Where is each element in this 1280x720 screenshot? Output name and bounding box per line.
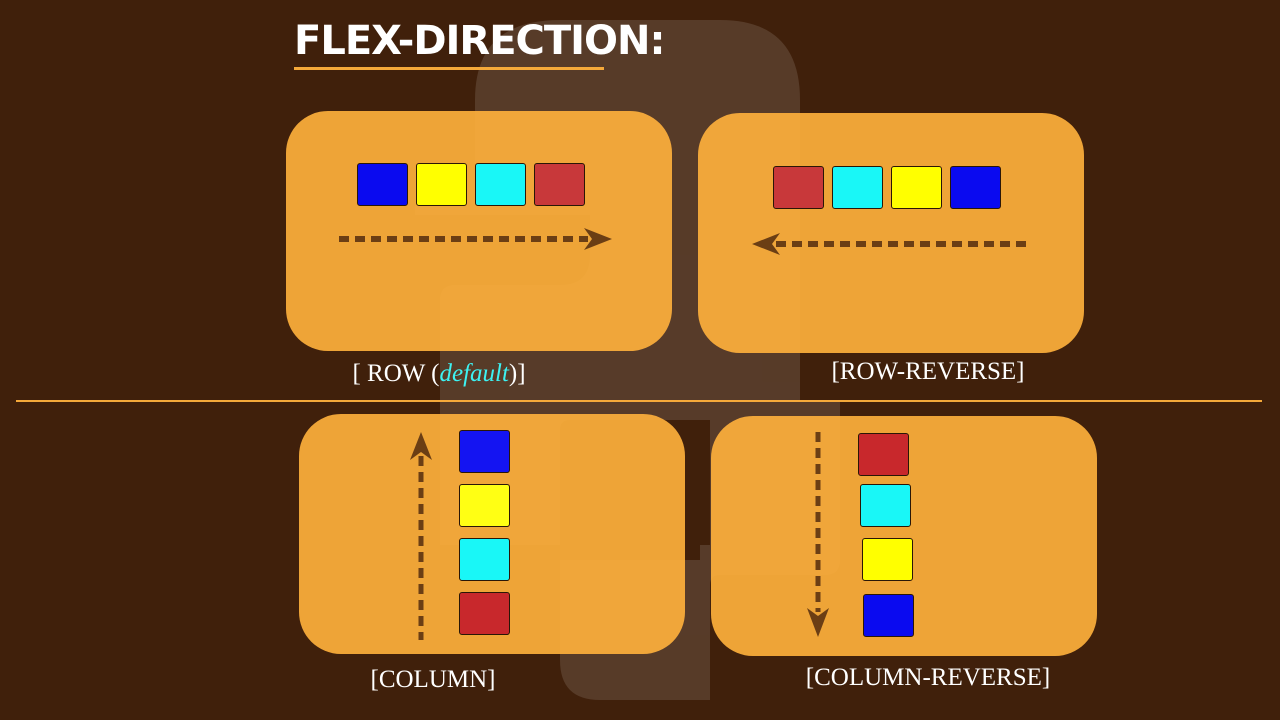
horizontal-divider — [16, 400, 1262, 402]
red-box — [459, 592, 510, 635]
yellow-box — [862, 538, 913, 581]
cyan-box — [832, 166, 883, 209]
arrow-down-icon — [807, 432, 829, 637]
row-caption-suffix: )] — [508, 360, 526, 387]
blue-box — [357, 163, 408, 206]
default-label: default — [439, 360, 509, 387]
column-reverse-panel — [711, 416, 1097, 656]
cyan-box — [459, 538, 510, 581]
arrow-left-icon — [752, 233, 1026, 255]
row-caption: [ ROW (default)] — [286, 360, 592, 388]
blue-box — [459, 430, 510, 473]
arrow-right-icon — [339, 228, 612, 250]
red-box — [534, 163, 585, 206]
yellow-box — [891, 166, 942, 209]
yellow-box — [459, 484, 510, 527]
column-caption: [COLUMN] — [370, 666, 496, 693]
red-box — [858, 433, 909, 476]
page-title: FLEX-DIRECTION: — [294, 18, 666, 64]
column-panel — [299, 414, 685, 654]
arrow-up-icon — [410, 432, 432, 640]
row-caption-prefix: [ ROW ( — [352, 360, 440, 387]
yellow-box — [416, 163, 467, 206]
row-panel — [286, 111, 672, 351]
column-reverse-caption: [COLUMN-REVERSE] — [805, 664, 1051, 691]
cyan-box — [860, 484, 911, 527]
cyan-box — [475, 163, 526, 206]
blue-box — [950, 166, 1001, 209]
blue-box — [863, 594, 914, 637]
red-box — [773, 166, 824, 209]
title-underline — [294, 67, 604, 70]
row-reverse-panel — [698, 113, 1084, 353]
row-reverse-caption: [ROW-REVERSE] — [831, 358, 1025, 385]
